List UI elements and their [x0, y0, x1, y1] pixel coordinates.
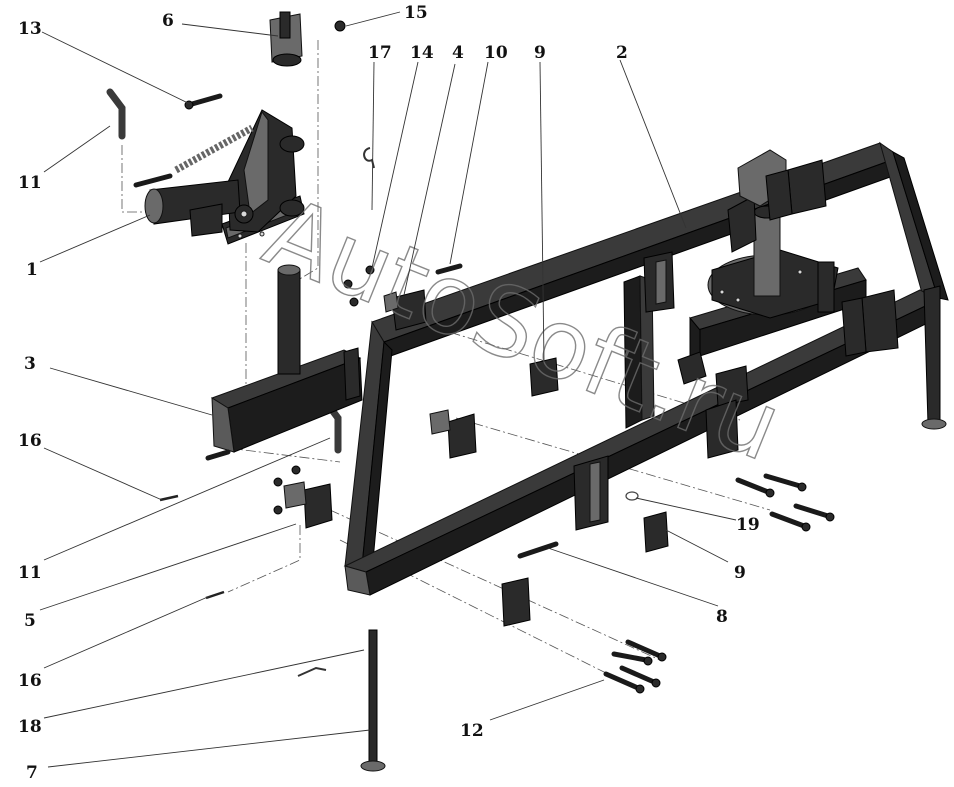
callout-4: 4 — [452, 43, 464, 63]
part-11-handle-upper — [106, 88, 126, 140]
part-4-clamp-plate — [343, 265, 427, 331]
callout-14: 14 — [410, 43, 434, 63]
callout-10: 10 — [484, 43, 508, 63]
part-8-pin — [517, 541, 559, 559]
part-19-ring-pin — [625, 491, 639, 501]
part-5-clamp-plate — [273, 465, 333, 529]
callout-17: 17 — [368, 43, 392, 63]
frame-clamps — [573, 159, 947, 531]
callout-labels: 1 2 3 4 5 6 7 8 9 9 10 11 11 12 13 14 15… — [18, 3, 760, 783]
callout-2: 2 — [616, 43, 628, 63]
bolt-set-right — [735, 473, 835, 532]
part-13-bolt — [184, 93, 223, 110]
leader-lines — [39, 11, 737, 768]
callout-1: 1 — [26, 260, 38, 280]
part-9-plate-lower — [643, 511, 669, 553]
callout-11-upper: 11 — [18, 173, 42, 193]
mid-clamp-bracket — [429, 409, 451, 435]
callout-12: 12 — [460, 721, 484, 741]
callout-6: 6 — [162, 11, 174, 31]
callout-19: 19 — [736, 515, 760, 535]
part-9-plate-upper — [529, 357, 559, 397]
callout-8: 8 — [716, 607, 728, 627]
part-16-cotter-lower — [205, 590, 225, 600]
callout-5: 5 — [24, 611, 36, 631]
part-6-clevis — [269, 11, 303, 67]
callout-3: 3 — [24, 354, 36, 374]
callout-9-lower: 9 — [734, 563, 746, 583]
part-10-pin — [435, 263, 463, 275]
callout-13: 13 — [18, 19, 42, 39]
part-1-hitch-bracket — [133, 109, 305, 245]
part-18-cotter — [297, 666, 327, 677]
callout-16-lower: 16 — [18, 671, 42, 691]
callout-11-lower: 11 — [18, 563, 42, 583]
mid-clamp-plate — [447, 413, 477, 459]
callout-7: 7 — [26, 763, 38, 783]
lower-clamp-plate — [501, 577, 531, 627]
part-16-cotter-upper — [159, 494, 179, 502]
callout-18: 18 — [18, 717, 42, 737]
callout-9-upper: 9 — [534, 43, 546, 63]
callout-15: 15 — [404, 3, 428, 23]
part-12-bolt-set — [603, 639, 667, 694]
part-15-nut — [334, 20, 346, 32]
part-7-support-stand — [360, 629, 386, 772]
rear-hitch-assembly — [707, 149, 839, 319]
part-3-left-beam — [205, 264, 363, 461]
callout-16-upper: 16 — [18, 431, 42, 451]
part-17-cotter-pin — [363, 147, 375, 169]
